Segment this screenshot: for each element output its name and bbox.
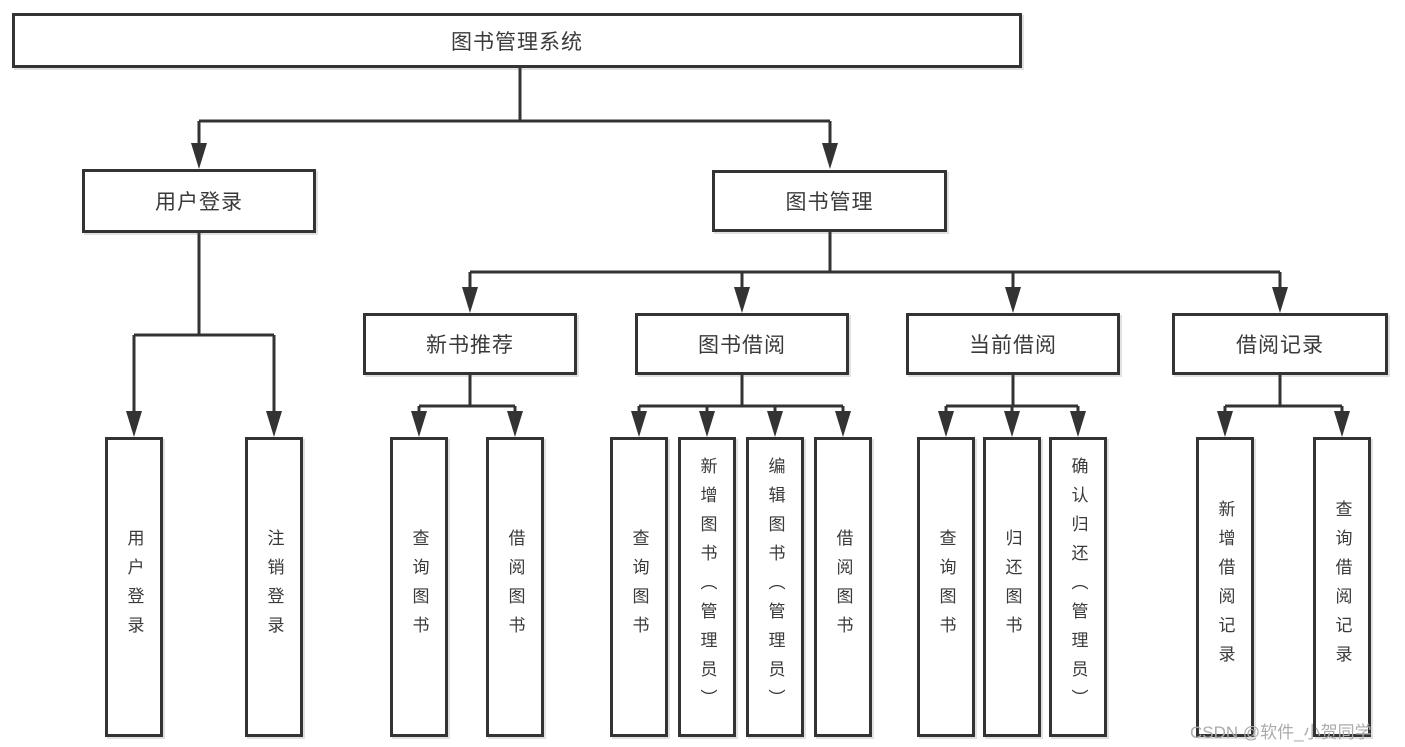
node-label: 注销登录 [264,529,284,645]
node-label: 查询借阅记录 [1332,500,1352,674]
node-new-book-recommend: 新书推荐 [363,313,577,375]
node-label: 用户登录 [124,529,144,645]
leaf-records-add-record: 新增借阅记录 [1196,437,1254,737]
node-label: 图书管理 [785,191,874,214]
node-label: 用户登录 [155,191,243,214]
node-label: 查询图书 [409,529,429,645]
node-label: 编辑图书（管理员） [765,456,785,718]
node-borrow-records: 借阅记录 [1172,313,1388,375]
leaf-current-confirm-return-admin: 确认归还（管理员） [1049,437,1107,737]
leaf-logout: 注销登录 [245,437,303,737]
leaf-user-login: 用户登录 [105,437,163,737]
node-book-borrow: 图书借阅 [635,313,849,375]
node-book-management-system: 图书管理系统 [12,13,1022,68]
leaf-borrow-edit-books-admin: 编辑图书（管理员） [746,437,804,737]
node-label: 图书借阅 [698,334,786,357]
node-label: 借阅记录 [1236,334,1324,357]
node-book-management: 图书管理 [712,170,947,232]
node-label: 借阅图书 [505,529,525,645]
node-label: 新书推荐 [426,334,514,357]
node-user-login: 用户登录 [82,169,316,233]
leaf-recommend-query-books: 查询图书 [390,437,448,737]
leaf-records-query-record: 查询借阅记录 [1313,437,1371,737]
node-label: 图书管理系统 [451,30,583,54]
watermark: CSDN @软件_小贺同学 [1190,723,1372,742]
leaf-current-query-books: 查询图书 [917,437,975,737]
node-current-borrow: 当前借阅 [906,313,1120,375]
node-label: 查询图书 [936,529,956,645]
node-label: 查询图书 [629,529,649,645]
node-label: 当前借阅 [969,334,1057,357]
leaf-borrow-query-books: 查询图书 [610,437,668,737]
node-label: 确认归还（管理员） [1068,456,1088,718]
leaf-current-return-books: 归还图书 [983,437,1041,737]
node-label: 借阅图书 [833,529,853,645]
leaf-borrow-borrow-books: 借阅图书 [814,437,872,737]
node-label: 新增借阅记录 [1215,500,1235,674]
leaf-borrow-add-books-admin: 新增图书（管理员） [678,437,736,737]
leaf-recommend-borrow-books: 借阅图书 [486,437,544,737]
node-label: 归还图书 [1002,529,1022,645]
node-label: 新增图书（管理员） [697,456,717,718]
